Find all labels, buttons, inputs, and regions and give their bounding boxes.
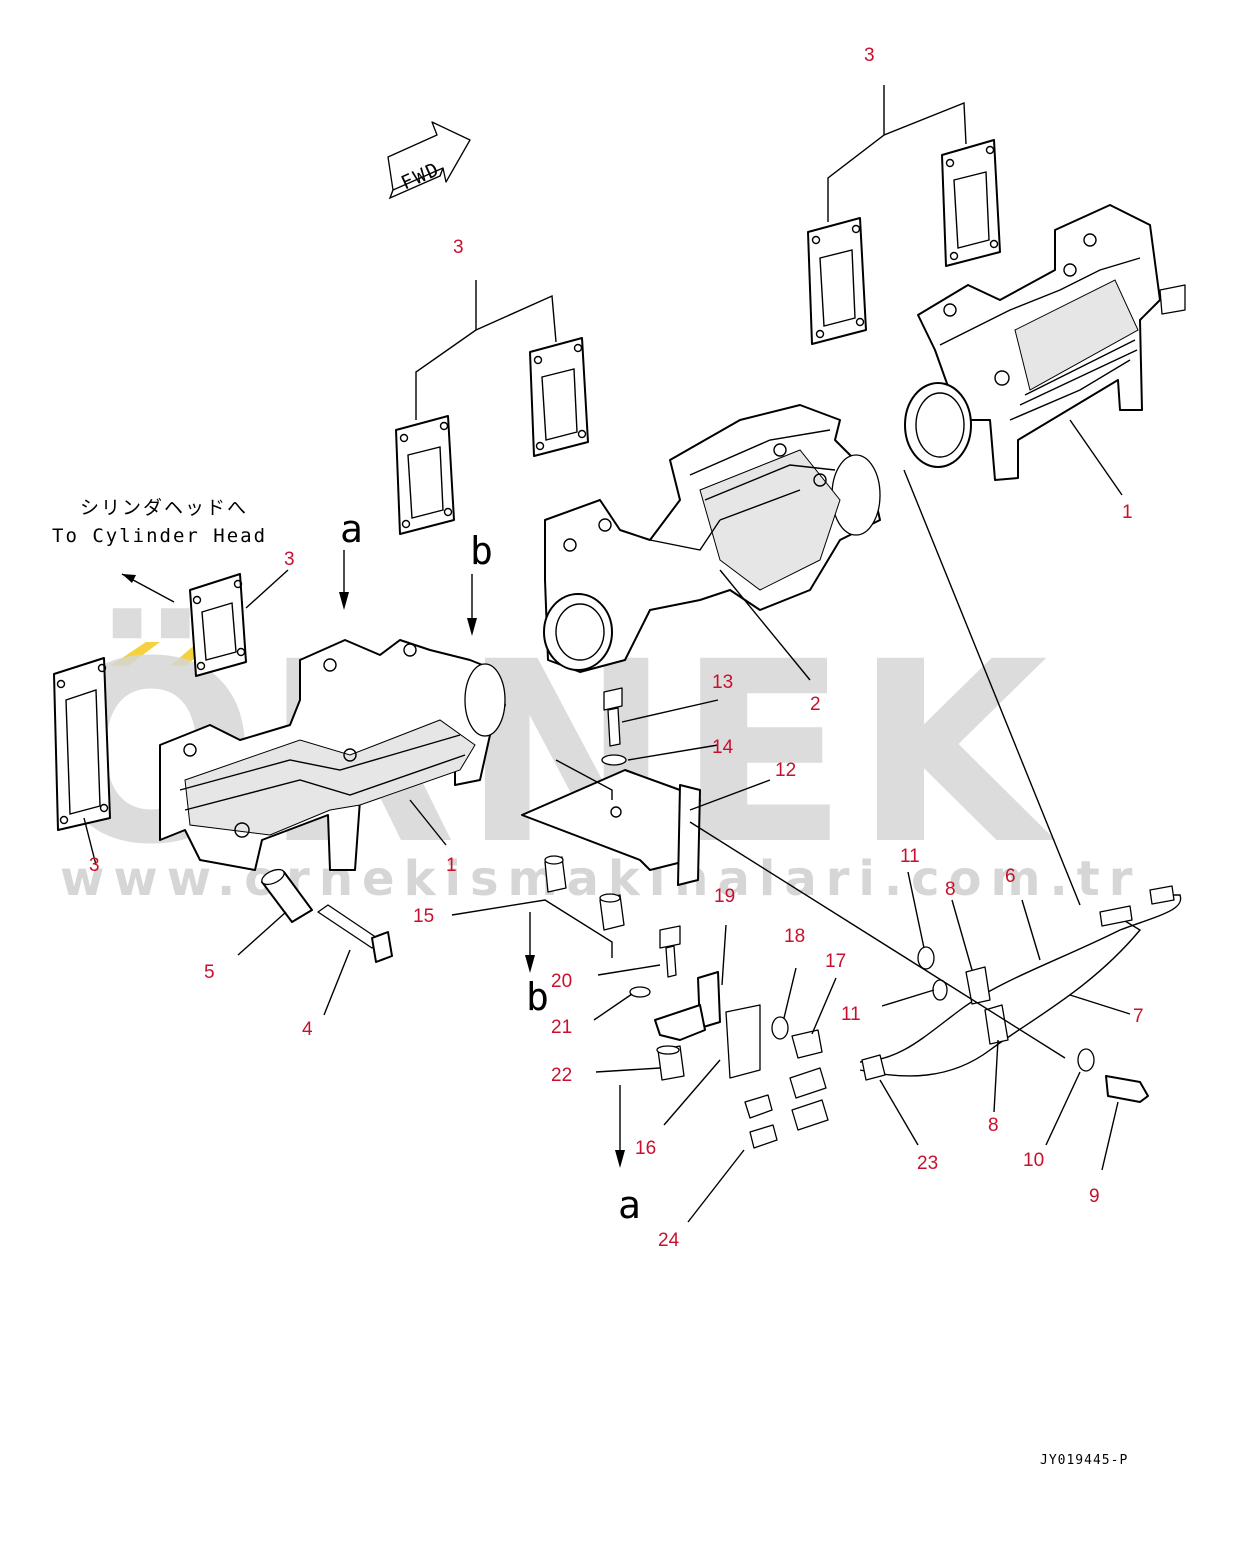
cylinder-head-note: シリンダヘッドへ To Cylinder Head bbox=[52, 497, 267, 603]
watermark-accent-mark bbox=[110, 642, 212, 666]
callout-14: 14 bbox=[712, 737, 734, 758]
callout-8-upper: 8 bbox=[945, 879, 956, 900]
callout-19: 19 bbox=[714, 886, 735, 907]
callout-11-lower: 11 bbox=[841, 1004, 861, 1025]
callout-21: 21 bbox=[551, 1017, 572, 1038]
manifold-left bbox=[159, 639, 506, 871]
gasket-group-left bbox=[53, 573, 247, 831]
gasket-group-top-center bbox=[395, 337, 589, 535]
callout-2: 2 bbox=[810, 694, 821, 715]
callout-9: 9 bbox=[1089, 1186, 1100, 1207]
bracket-assembly bbox=[521, 687, 701, 931]
callout-7: 7 bbox=[1133, 1006, 1144, 1027]
callout-4: 4 bbox=[302, 1019, 313, 1040]
marker-b-top: b bbox=[470, 529, 493, 573]
manifold-right bbox=[904, 204, 1186, 481]
callout-15: 15 bbox=[413, 906, 434, 927]
drawing-code: JY019445-P bbox=[1040, 1453, 1128, 1468]
callout-10: 10 bbox=[1023, 1150, 1044, 1171]
callout-24: 24 bbox=[658, 1230, 680, 1251]
callout-22: 22 bbox=[551, 1065, 572, 1086]
marker-a-top: a bbox=[340, 507, 363, 551]
callout-3-top-right: 3 bbox=[864, 45, 875, 66]
lower-bracket-assembly bbox=[629, 925, 823, 1081]
callout-1-right: 1 bbox=[1122, 502, 1133, 523]
callout-16: 16 bbox=[635, 1138, 656, 1159]
marker-a-bottom: a bbox=[618, 1183, 641, 1227]
callout-6: 6 bbox=[1005, 866, 1016, 887]
fwd-arrow: FWD bbox=[387, 121, 471, 200]
callout-13: 13 bbox=[712, 672, 733, 693]
sleeve-and-bolt bbox=[261, 868, 393, 963]
callout-8-lower: 8 bbox=[988, 1115, 999, 1136]
sensor-harness bbox=[744, 885, 1182, 1149]
callout-labels: 1 1 2 3 3 3 3 4 5 6 7 8 8 9 10 11 11 12 … bbox=[89, 45, 1144, 1251]
callout-18: 18 bbox=[784, 926, 805, 947]
callout-5: 5 bbox=[204, 962, 215, 983]
callout-12: 12 bbox=[775, 760, 796, 781]
callout-20: 20 bbox=[551, 971, 572, 992]
callout-17: 17 bbox=[825, 951, 846, 972]
flow-markers: a b b a bbox=[339, 507, 641, 1227]
callout-3-left-upper: 3 bbox=[284, 549, 295, 570]
callout-3-top-center: 3 bbox=[453, 237, 464, 258]
callout-3-left-lower: 3 bbox=[89, 855, 100, 876]
marker-b-bottom: b bbox=[526, 975, 549, 1019]
callout-23: 23 bbox=[917, 1153, 938, 1174]
callout-11-upper: 11 bbox=[900, 846, 920, 867]
gasket-group-top-right bbox=[807, 139, 1001, 345]
callout-1-left: 1 bbox=[446, 855, 457, 876]
manifold-center bbox=[543, 404, 881, 673]
leader-lines bbox=[83, 85, 1131, 1223]
note-japanese: シリンダヘッドへ bbox=[80, 497, 248, 519]
note-english: To Cylinder Head bbox=[52, 525, 267, 547]
